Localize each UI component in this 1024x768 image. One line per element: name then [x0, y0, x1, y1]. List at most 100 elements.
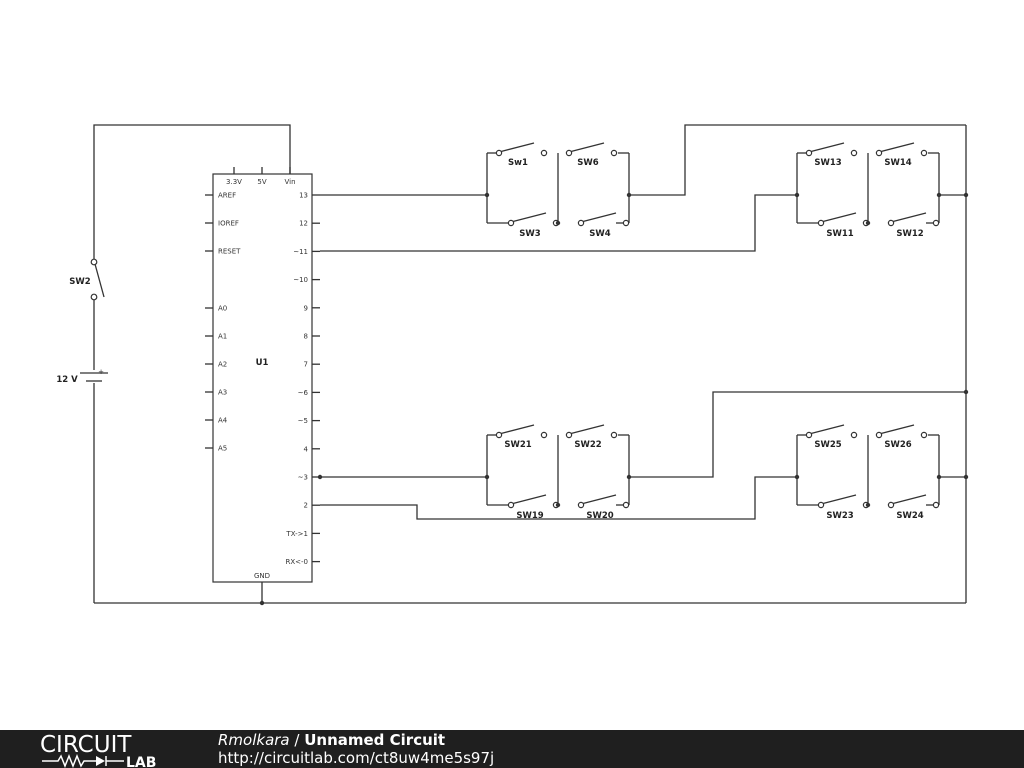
- switch-terminal: [540, 149, 548, 157]
- sw2-label: SW2: [69, 277, 90, 287]
- mcu-right-pin-label: 8: [304, 333, 308, 341]
- switch-blade: [570, 142, 605, 153]
- sw2-terminal: [90, 258, 98, 266]
- junction-dot: [626, 192, 632, 198]
- mcu-right-pin-label: 2: [304, 502, 308, 510]
- mcu-ref-label: U1: [256, 358, 269, 368]
- switch-blade: [822, 494, 857, 505]
- mcu-right-pin-label: 7: [304, 361, 308, 369]
- switch-terminal: [577, 219, 585, 227]
- author-name[interactable]: Rmolkara: [218, 731, 290, 749]
- group3-out-wire: [629, 391, 966, 478]
- mcu-top-pin-label: 5V: [257, 178, 266, 186]
- junction-dot: [936, 474, 942, 480]
- circuit-url[interactable]: http://circuitlab.com/ct8uw4me5s97j: [218, 749, 495, 767]
- switch-label: SW19: [516, 511, 543, 521]
- junction-dot: [936, 192, 942, 198]
- mcu-left-pin-label: RESET: [218, 248, 241, 256]
- mcu-left-pin-label: IOREF: [218, 220, 239, 228]
- switch-label: SW3: [519, 229, 540, 239]
- junction-dot: [484, 474, 490, 480]
- switch-terminal: [507, 501, 515, 509]
- mcu-right-pin-label: RX<-0: [285, 558, 308, 566]
- switch-terminal: [495, 431, 503, 439]
- switch-blade: [512, 494, 547, 505]
- mcu-left-pin-label: A5: [218, 445, 227, 453]
- switch-terminal: [495, 149, 503, 157]
- mcu-right-pin-label: 9: [304, 304, 308, 312]
- mcu-gnd-label: GND: [254, 572, 270, 580]
- group1-out-wire: [629, 124, 966, 196]
- switch-blade: [500, 424, 535, 435]
- switch-terminal: [610, 149, 618, 157]
- switch-terminal: [817, 219, 825, 227]
- switch-label: SW23: [826, 511, 853, 521]
- sw2-blade: [94, 263, 105, 298]
- mcu-left-pin-label: A0: [218, 305, 227, 313]
- logo-text-top: CIRCUIT: [40, 732, 132, 758]
- switch-label: SW26: [884, 440, 911, 450]
- switch-label: SW14: [884, 158, 911, 168]
- switch-blade: [822, 212, 857, 223]
- junction-dot: [555, 502, 561, 508]
- switch-label: SW24: [896, 511, 923, 521]
- switch-label: SW12: [896, 229, 923, 239]
- switch-terminal: [875, 431, 883, 439]
- mcu-left-pin-label: AREF: [218, 192, 236, 200]
- mcu-right-pin-label: ~5: [298, 417, 308, 425]
- mcu-right-pin-label: TX->1: [285, 530, 308, 538]
- junction-dot: [484, 192, 490, 198]
- switch-blade: [810, 424, 845, 435]
- switch-label: SW4: [589, 229, 610, 239]
- battery-polarity: +: [98, 368, 104, 376]
- pin11-wire: [320, 194, 797, 252]
- switch-terminal: [610, 431, 618, 439]
- mcu-right-pin-label: 13: [299, 192, 308, 200]
- wires: [93, 124, 969, 606]
- switch-terminal: [887, 501, 895, 509]
- switch-terminal: [920, 431, 928, 439]
- switch-terminal: [887, 219, 895, 227]
- switch-terminal: [932, 501, 940, 509]
- switch-terminal: [850, 431, 858, 439]
- switch-terminal: [805, 431, 813, 439]
- switch-terminal: [507, 219, 515, 227]
- switch-blade: [892, 212, 927, 223]
- switch-label: SW6: [577, 158, 598, 168]
- switch-blade: [582, 494, 617, 505]
- junction-dot: [626, 474, 632, 480]
- switch-terminal: [622, 501, 630, 509]
- mcu-right-pin-label: 12: [299, 220, 308, 228]
- switch-terminal: [577, 501, 585, 509]
- switch-label: SW25: [814, 440, 841, 450]
- title-separator: /: [289, 731, 305, 749]
- mcu-right-pin-label: ~11: [293, 248, 308, 256]
- mcu-right-pin-label: ~6: [298, 389, 309, 397]
- power-section: SW2+12 V: [56, 258, 108, 385]
- logo-text-bottom: LAB: [126, 755, 156, 768]
- pin2-wire: [320, 476, 797, 520]
- footer-bar: CIRCUIT LAB Rmolkara / Unnamed Circuit h…: [0, 730, 1024, 768]
- sw2-terminal: [90, 293, 98, 301]
- switch-terminal: [622, 219, 630, 227]
- switch-label: SW13: [814, 158, 841, 168]
- switch-terminal: [565, 149, 573, 157]
- junction-dot: [963, 474, 969, 480]
- junction-dot: [794, 192, 800, 198]
- switch-blade: [500, 142, 535, 153]
- switch-blade: [880, 424, 915, 435]
- switch-label: SW11: [826, 229, 853, 239]
- switch-blade: [512, 212, 547, 223]
- mcu-left-pin-label: A3: [218, 389, 227, 397]
- switch-terminal: [817, 501, 825, 509]
- switch-blade: [892, 494, 927, 505]
- switch-terminal: [805, 149, 813, 157]
- junction-dot: [963, 389, 969, 395]
- switch-blade: [810, 142, 845, 153]
- mcu-right-pin-label: 4: [304, 445, 309, 453]
- mcu-top-pin-label: 3.3V: [226, 178, 242, 186]
